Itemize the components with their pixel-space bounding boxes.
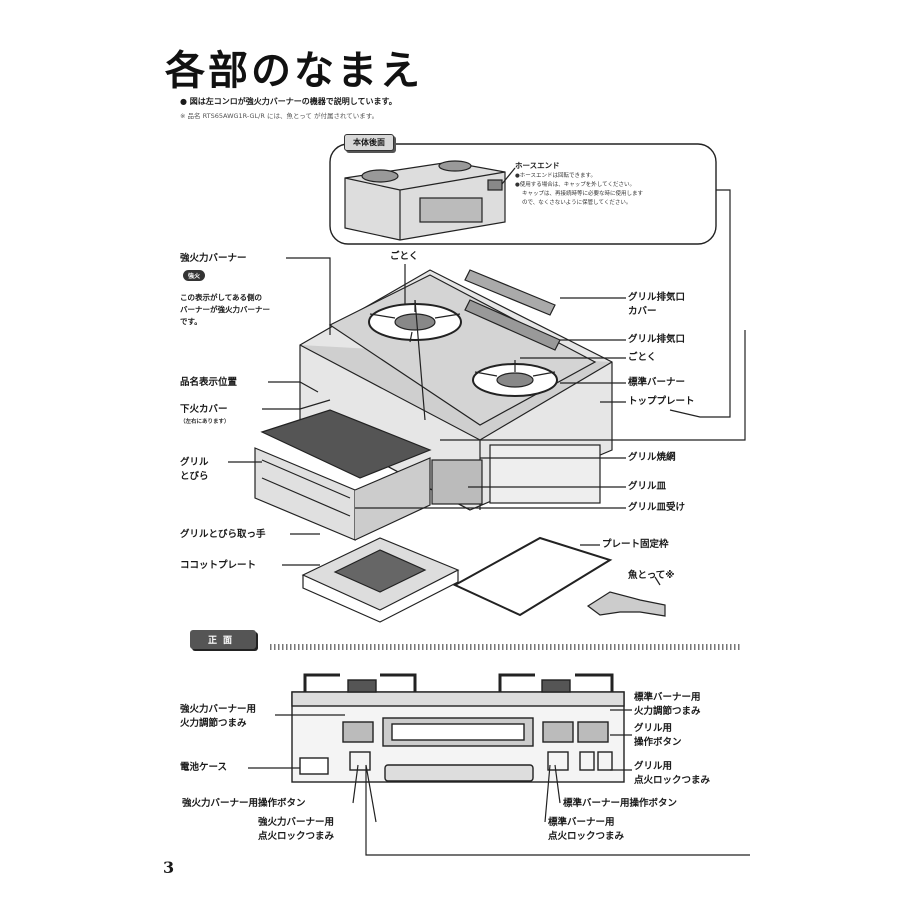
label-grill-button-2: 操作ボタン [634,737,682,748]
label-standard-lock-2: 点火ロックつまみ [548,831,625,842]
strong-burner-badge: 強火 [183,270,206,281]
label-grill-door-2: とびら [180,471,209,482]
label-standard-burner: 標準バーナー [628,377,686,388]
label-trivet-right: ごとく [628,352,657,363]
rear-section-badge: 本体後面 [344,134,394,151]
label-grill-pan-tray: グリル皿受け [628,502,686,513]
label-fish-tongs: 魚とって※ [628,570,675,581]
grill-drawer [254,409,432,541]
front-section-badge: 正面 [190,630,257,649]
label-strong-flame-knob-2: 火力調節つまみ [180,718,247,729]
hose-end-leader [501,167,516,185]
fish-tongs-drawing [586,591,666,617]
strong-desc-1: この表示がしてある側の [180,293,263,302]
page-number: 3 [163,858,175,877]
cocotte-plate-drawing [301,537,460,623]
main-stove [299,269,613,511]
label-grill-grate: グリル焼網 [628,452,676,463]
label-bottom-fire-note: （左右にあります） [180,419,230,425]
label-strong-lock-1: 強火力バーナー用 [258,817,335,828]
hose-end-note-4: ので、なくさないように保管してください。 [522,200,632,206]
label-standard-flame-knob-1: 標準バーナー用 [634,692,701,703]
label-strong-lock-2: 点火ロックつまみ [258,831,335,842]
label-strong-flame-knob-1: 強火力バーナー用 [180,704,257,715]
label-standard-lock-1: 標準バーナー用 [548,817,615,828]
label-grill-lock-2: 点火ロックつまみ [634,775,711,786]
label-grill-lock-1: グリル用 [634,761,673,772]
label-standard-button: 標準バーナー用操作ボタン [563,798,678,809]
front-view-stove [291,673,625,783]
hose-end-note-3: キャップは、再接続時等に必要な時に使用します [522,191,644,197]
hose-end-note-1: ●ホースエンドは回転できます。 [515,173,596,179]
exhaust-cover-part [464,269,556,316]
label-standard-flame-knob-2: 火力調節つまみ [634,706,701,717]
label-battery-case: 電池ケース [180,762,228,773]
label-grill-exhaust: グリル排気口 [628,334,686,345]
label-grill-door-1: グリル [180,457,209,468]
label-cocotte-plate: ココットプレート [180,560,257,571]
hose-end-note-2: ●使用する場合は、キャップを外してください。 [515,182,635,188]
label-grill-door-handle: グリルとびら取っ手 [180,529,266,540]
label-top-plate: トッププレート [628,396,695,407]
label-bottom-fire-cover: 下火カバー [180,404,228,415]
label-grill-button-1: グリル用 [634,723,673,734]
strong-desc-3: です。 [180,317,202,326]
label-trivet-top: ごとく [390,251,419,262]
strong-desc-2: バーナーが強火力バーナー [180,305,270,314]
label-strong-button: 強火力バーナー用操作ボタン [182,798,306,809]
hose-end-label: ホースエンド [515,161,560,170]
label-exhaust-cover-2: カバー [628,306,657,317]
page-title: 各部のなまえ [165,47,423,94]
label-grill-pan: グリル皿 [628,481,667,492]
rear-view-stove [344,160,506,241]
note-line-2: ※ 品名 RTS65AWG1R-GL/R には、魚とって が付属されています。 [180,112,379,120]
rear-view-frame [329,143,717,245]
label-plate-frame: プレート固定枠 [602,539,669,550]
note-line-1: ● 図は左コンロが強火力バーナーの機器で説明しています。 [180,97,397,106]
label-exhaust-cover-1: グリル排気口 [628,292,686,303]
plate-frame-drawing [452,536,613,617]
label-model-position: 品名表示位置 [180,377,238,388]
label-strong-burner: 強火力バーナー [180,253,247,264]
